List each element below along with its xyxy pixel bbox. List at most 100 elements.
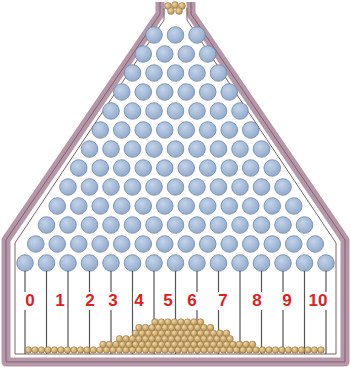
- peg: [156, 46, 173, 63]
- ball: [45, 347, 52, 354]
- peg: [146, 27, 163, 44]
- peg: [60, 217, 77, 234]
- peg: [60, 255, 77, 272]
- peg: [113, 122, 130, 139]
- ball: [285, 347, 292, 354]
- ball: [58, 347, 65, 354]
- ball: [292, 347, 299, 354]
- peg: [103, 179, 120, 196]
- bin-number: 9: [281, 292, 292, 310]
- peg: [167, 217, 184, 234]
- ball: [90, 347, 97, 354]
- bin-number: 2: [84, 292, 95, 310]
- peg: [232, 179, 249, 196]
- peg: [124, 141, 141, 158]
- ball: [259, 347, 266, 354]
- peg: [167, 103, 184, 120]
- housing: [6, 2, 345, 362]
- bin-number: 6: [186, 292, 197, 310]
- peg: [253, 179, 270, 196]
- peg: [92, 122, 109, 139]
- bin-number: 3: [107, 292, 118, 310]
- peg: [113, 198, 130, 215]
- peg: [92, 198, 109, 215]
- peg: [253, 141, 270, 158]
- peg: [103, 217, 120, 234]
- peg: [135, 198, 152, 215]
- ball: [168, 8, 175, 15]
- peg: [189, 103, 206, 120]
- ball: [64, 347, 71, 354]
- peg: [81, 217, 98, 234]
- peg: [113, 84, 130, 101]
- peg: [221, 84, 238, 101]
- peg: [189, 179, 206, 196]
- peg: [81, 179, 98, 196]
- peg: [146, 217, 163, 234]
- peg: [221, 160, 238, 177]
- bin-dividers: [25, 271, 326, 354]
- peg: [199, 198, 216, 215]
- peg: [70, 160, 87, 177]
- peg: [156, 84, 173, 101]
- ball: [311, 347, 318, 354]
- peg: [135, 46, 152, 63]
- peg: [296, 255, 313, 272]
- peg: [232, 255, 249, 272]
- ball: [116, 336, 123, 343]
- peg: [264, 160, 281, 177]
- ball: [123, 336, 130, 343]
- peg: [189, 65, 206, 82]
- peg: [92, 236, 109, 253]
- peg: [124, 103, 141, 120]
- ball: [298, 347, 305, 354]
- peg: [199, 160, 216, 177]
- peg: [124, 179, 141, 196]
- peg: [242, 122, 259, 139]
- peg: [38, 255, 55, 272]
- peg: [210, 103, 227, 120]
- peg: [167, 141, 184, 158]
- ball: [25, 347, 32, 354]
- peg: [318, 255, 335, 272]
- ball: [227, 336, 234, 343]
- peg: [146, 255, 163, 272]
- peg: [199, 122, 216, 139]
- peg: [113, 160, 130, 177]
- peg: [242, 198, 259, 215]
- peg: [189, 217, 206, 234]
- peg: [221, 198, 238, 215]
- peg: [156, 122, 173, 139]
- peg: [210, 141, 227, 158]
- peg: [232, 217, 249, 234]
- peg: [307, 236, 324, 253]
- bin-divider: [261, 271, 262, 354]
- peg: [199, 46, 216, 63]
- peg: [221, 236, 238, 253]
- peg: [156, 160, 173, 177]
- peg: [178, 84, 195, 101]
- ball: [201, 324, 208, 331]
- peg: [264, 236, 281, 253]
- peg: [49, 236, 66, 253]
- peg: [178, 122, 195, 139]
- peg: [232, 103, 249, 120]
- peg: [178, 46, 195, 63]
- peg: [146, 65, 163, 82]
- peg: [167, 65, 184, 82]
- ball: [279, 347, 286, 354]
- bin-divider: [67, 271, 68, 354]
- peg: [124, 65, 141, 82]
- ball: [77, 347, 84, 354]
- bin-number: 0: [24, 292, 35, 310]
- peg: [103, 255, 120, 272]
- peg: [199, 84, 216, 101]
- peg: [135, 122, 152, 139]
- ball: [136, 324, 143, 331]
- ball: [38, 347, 45, 354]
- peg: [135, 84, 152, 101]
- ball: [32, 347, 39, 354]
- peg: [253, 255, 270, 272]
